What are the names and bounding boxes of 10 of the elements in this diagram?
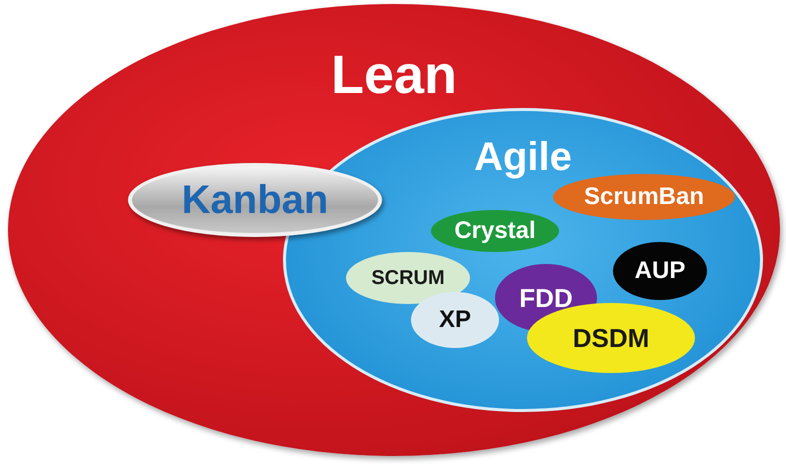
ellipse-label: Agile <box>474 137 572 177</box>
ellipse-label: XP <box>438 308 471 332</box>
ellipse-label: Crystal <box>454 219 536 243</box>
ellipse-label: DSDM <box>572 325 650 351</box>
ellipse-label: Lean <box>330 48 458 102</box>
ellipse-label: SCRUM <box>371 268 445 288</box>
ellipse-label: Kanban <box>182 180 328 220</box>
ellipse-label: AUP <box>634 259 686 283</box>
ellipse-label: ScrumBan <box>584 185 704 209</box>
ellipse-label: FDD <box>519 285 573 311</box>
